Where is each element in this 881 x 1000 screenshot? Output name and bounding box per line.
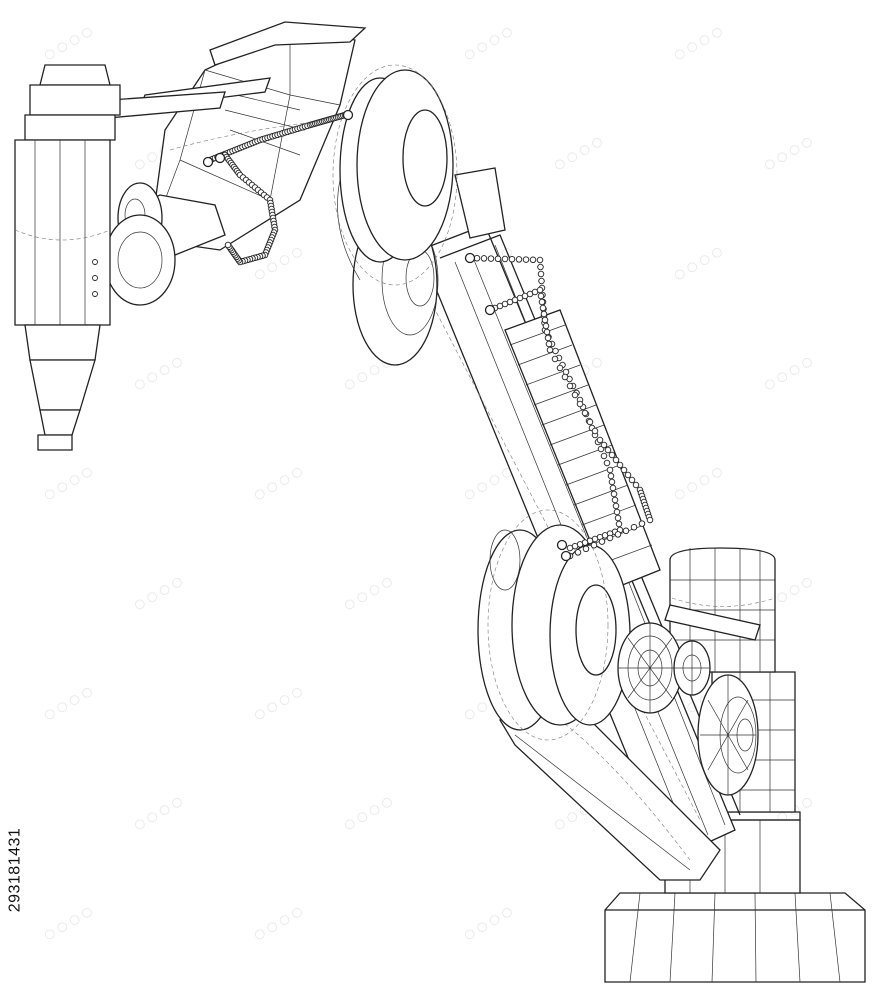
cable-connector bbox=[464, 252, 476, 264]
cable-bead bbox=[614, 514, 622, 522]
cable-bead bbox=[591, 427, 599, 435]
cable-bead bbox=[494, 255, 502, 263]
cable-bead bbox=[566, 544, 574, 552]
lower-arm bbox=[419, 167, 741, 881]
cable-bead bbox=[536, 286, 544, 294]
cable-bead bbox=[529, 256, 537, 264]
cable-bead bbox=[606, 466, 614, 474]
cable-bead bbox=[522, 256, 530, 263]
tool-spindle bbox=[14, 64, 121, 451]
cable-connector bbox=[202, 156, 214, 168]
cable-bead bbox=[586, 418, 594, 426]
cable-bead bbox=[538, 277, 545, 285]
cable-bead bbox=[632, 481, 640, 489]
cable-bead bbox=[604, 446, 612, 454]
cable-bead bbox=[544, 334, 552, 342]
cable-bead bbox=[620, 466, 628, 474]
cable-bead bbox=[630, 523, 638, 531]
cable-bead bbox=[566, 382, 574, 390]
cable-bead bbox=[487, 255, 495, 262]
cable-bead bbox=[590, 541, 598, 549]
cable-bead bbox=[616, 461, 624, 469]
cable-bead bbox=[543, 328, 551, 336]
cable-bead bbox=[596, 436, 604, 444]
cable-bead bbox=[622, 527, 630, 535]
cable-bead bbox=[614, 531, 622, 538]
elbow-joint bbox=[332, 64, 458, 366]
cable-bead bbox=[515, 256, 523, 263]
cable-bead bbox=[615, 520, 623, 528]
cable-bead bbox=[571, 391, 579, 399]
cable-bead bbox=[608, 478, 616, 486]
stock-id-text: 293181431 bbox=[6, 827, 23, 913]
cable-bead bbox=[600, 441, 608, 449]
cable-bead bbox=[581, 409, 589, 417]
cable-bead bbox=[574, 549, 582, 556]
cable-bead bbox=[610, 490, 618, 498]
cable-bead bbox=[537, 263, 544, 271]
cable-connector bbox=[556, 539, 568, 551]
cable-bead bbox=[546, 346, 554, 354]
cable-bead bbox=[540, 310, 548, 318]
cable-connector bbox=[214, 152, 226, 164]
cable-bead bbox=[545, 340, 553, 348]
cable-bead bbox=[501, 255, 509, 263]
cable-bead bbox=[607, 472, 615, 480]
cable-bead bbox=[542, 322, 550, 330]
cable-bead bbox=[480, 255, 488, 262]
cable-bead bbox=[600, 452, 608, 460]
cable-bead bbox=[628, 476, 636, 484]
cable-bead bbox=[508, 255, 516, 263]
cable-bead bbox=[537, 292, 545, 300]
cable-bead bbox=[582, 545, 590, 553]
cable-bead bbox=[613, 508, 621, 516]
cable-bundle bbox=[202, 109, 654, 562]
cable-bead bbox=[561, 373, 569, 381]
cable-bead bbox=[638, 520, 646, 527]
cable-bead bbox=[536, 256, 544, 264]
cable-bead bbox=[624, 471, 632, 479]
shoulder-joint bbox=[477, 509, 761, 796]
cable-bead bbox=[537, 270, 545, 278]
cable-bead bbox=[541, 316, 549, 324]
cable-connector bbox=[560, 550, 572, 562]
cable-bead bbox=[552, 347, 559, 355]
cable-bead bbox=[539, 304, 547, 312]
cable-connector bbox=[484, 304, 496, 316]
cable-bead bbox=[606, 534, 614, 542]
cable-bead bbox=[551, 355, 559, 363]
cable-bead bbox=[556, 364, 564, 372]
cable-connector bbox=[342, 109, 354, 121]
cable-bead bbox=[598, 538, 606, 545]
cable-bead bbox=[538, 298, 546, 306]
cable-bead bbox=[609, 484, 617, 492]
cable-bead bbox=[224, 241, 232, 249]
cable-bead bbox=[612, 456, 620, 464]
stock-id-label: 293181431 bbox=[4, 770, 26, 970]
cable-bead bbox=[611, 496, 619, 504]
cable-bead bbox=[576, 400, 584, 408]
cable-bead bbox=[608, 451, 616, 459]
cable-bead bbox=[603, 459, 611, 467]
cable-bead bbox=[612, 502, 620, 510]
cable-bead bbox=[646, 516, 654, 524]
